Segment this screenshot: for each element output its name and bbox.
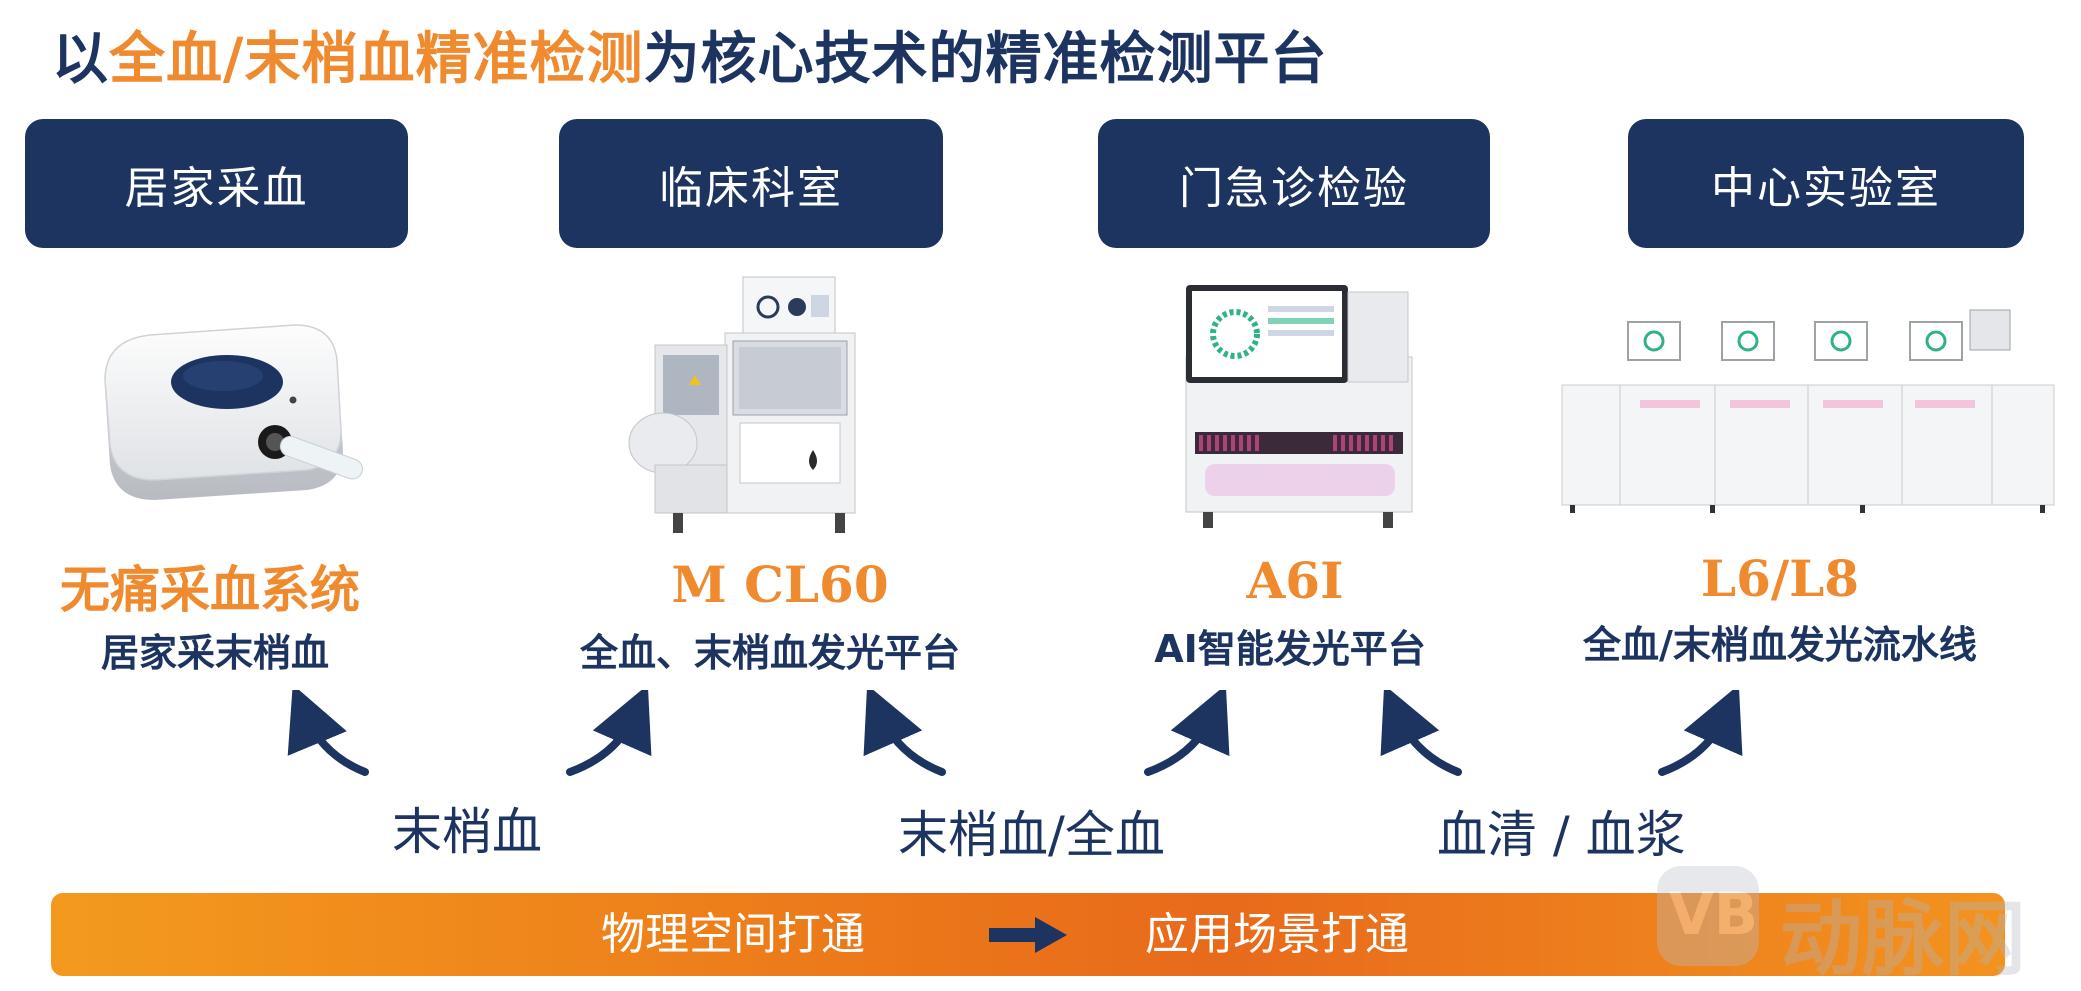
product-name-painless: 无痛采血系统 — [60, 560, 360, 619]
arrow-up-left-icon — [863, 690, 946, 776]
scenario-central-lab: 中心实验室 — [1628, 119, 2024, 248]
product-subtitle-l6-l8: 全血/末梢血发光流水线 — [1583, 623, 1977, 667]
l6-l8-pipeline-image — [1561, 309, 2055, 513]
watermark-logo-icon — [1657, 866, 1759, 966]
product-name-l6-l8: L6/L8 — [1700, 549, 1860, 608]
flow-arrows — [287, 690, 1743, 776]
bottom-banner: 物理空间打通 应用场景打通 — [51, 893, 2005, 976]
watermark-text: 动脉网 — [1780, 892, 2027, 987]
blood-type-capillary: 末梢血 — [392, 803, 542, 861]
product-name-mcl60: M CL60 — [671, 555, 889, 614]
product-name-a6i: A6I — [1246, 551, 1344, 610]
product-subtitle-painless: 居家采末梢血 — [100, 631, 329, 675]
title-highlight: 全血/末梢血精准检测 — [109, 27, 644, 92]
arrow-up-right-icon — [1658, 690, 1743, 776]
arrow-up-left-icon — [287, 690, 369, 776]
arrow-up-left-icon — [1380, 690, 1462, 776]
scenario-clinical: 临床科室 — [559, 119, 943, 248]
right-arrow-icon — [989, 917, 1067, 953]
product-subtitle-a6i: AI智能发光平台 — [1154, 627, 1426, 671]
watermark-logo-text: VB — [1669, 880, 1759, 948]
banner-right-text: 应用场景打通 — [1145, 909, 1409, 960]
watermark: VB 动脉网 — [1655, 862, 2065, 987]
scenario-emergency: 门急诊检验 — [1098, 119, 1490, 248]
blood-collection-device-image — [104, 324, 363, 500]
arrow-up-right-icon — [1144, 690, 1230, 776]
title-prefix: 以 — [52, 27, 109, 92]
blood-type-capillary-whole: 末梢血/全血 — [898, 806, 1165, 864]
banner-left-text: 物理空间打通 — [601, 909, 865, 960]
arrow-up-right-icon — [566, 690, 652, 776]
blood-type-serum-plasma: 血清 / 血浆 — [1437, 806, 1686, 864]
a6i-analyzer-image — [1185, 285, 1413, 528]
title-suffix: 为核心技术的精准检测平台 — [643, 27, 1328, 92]
mcl60-analyzer-image — [628, 276, 856, 533]
product-subtitle-mcl60: 全血、末梢血发光平台 — [579, 631, 960, 675]
page-title: 以全血/末梢血精准检测为核心技术的精准检测平台 — [52, 14, 1327, 95]
scenario-home: 居家采血 — [25, 119, 408, 248]
